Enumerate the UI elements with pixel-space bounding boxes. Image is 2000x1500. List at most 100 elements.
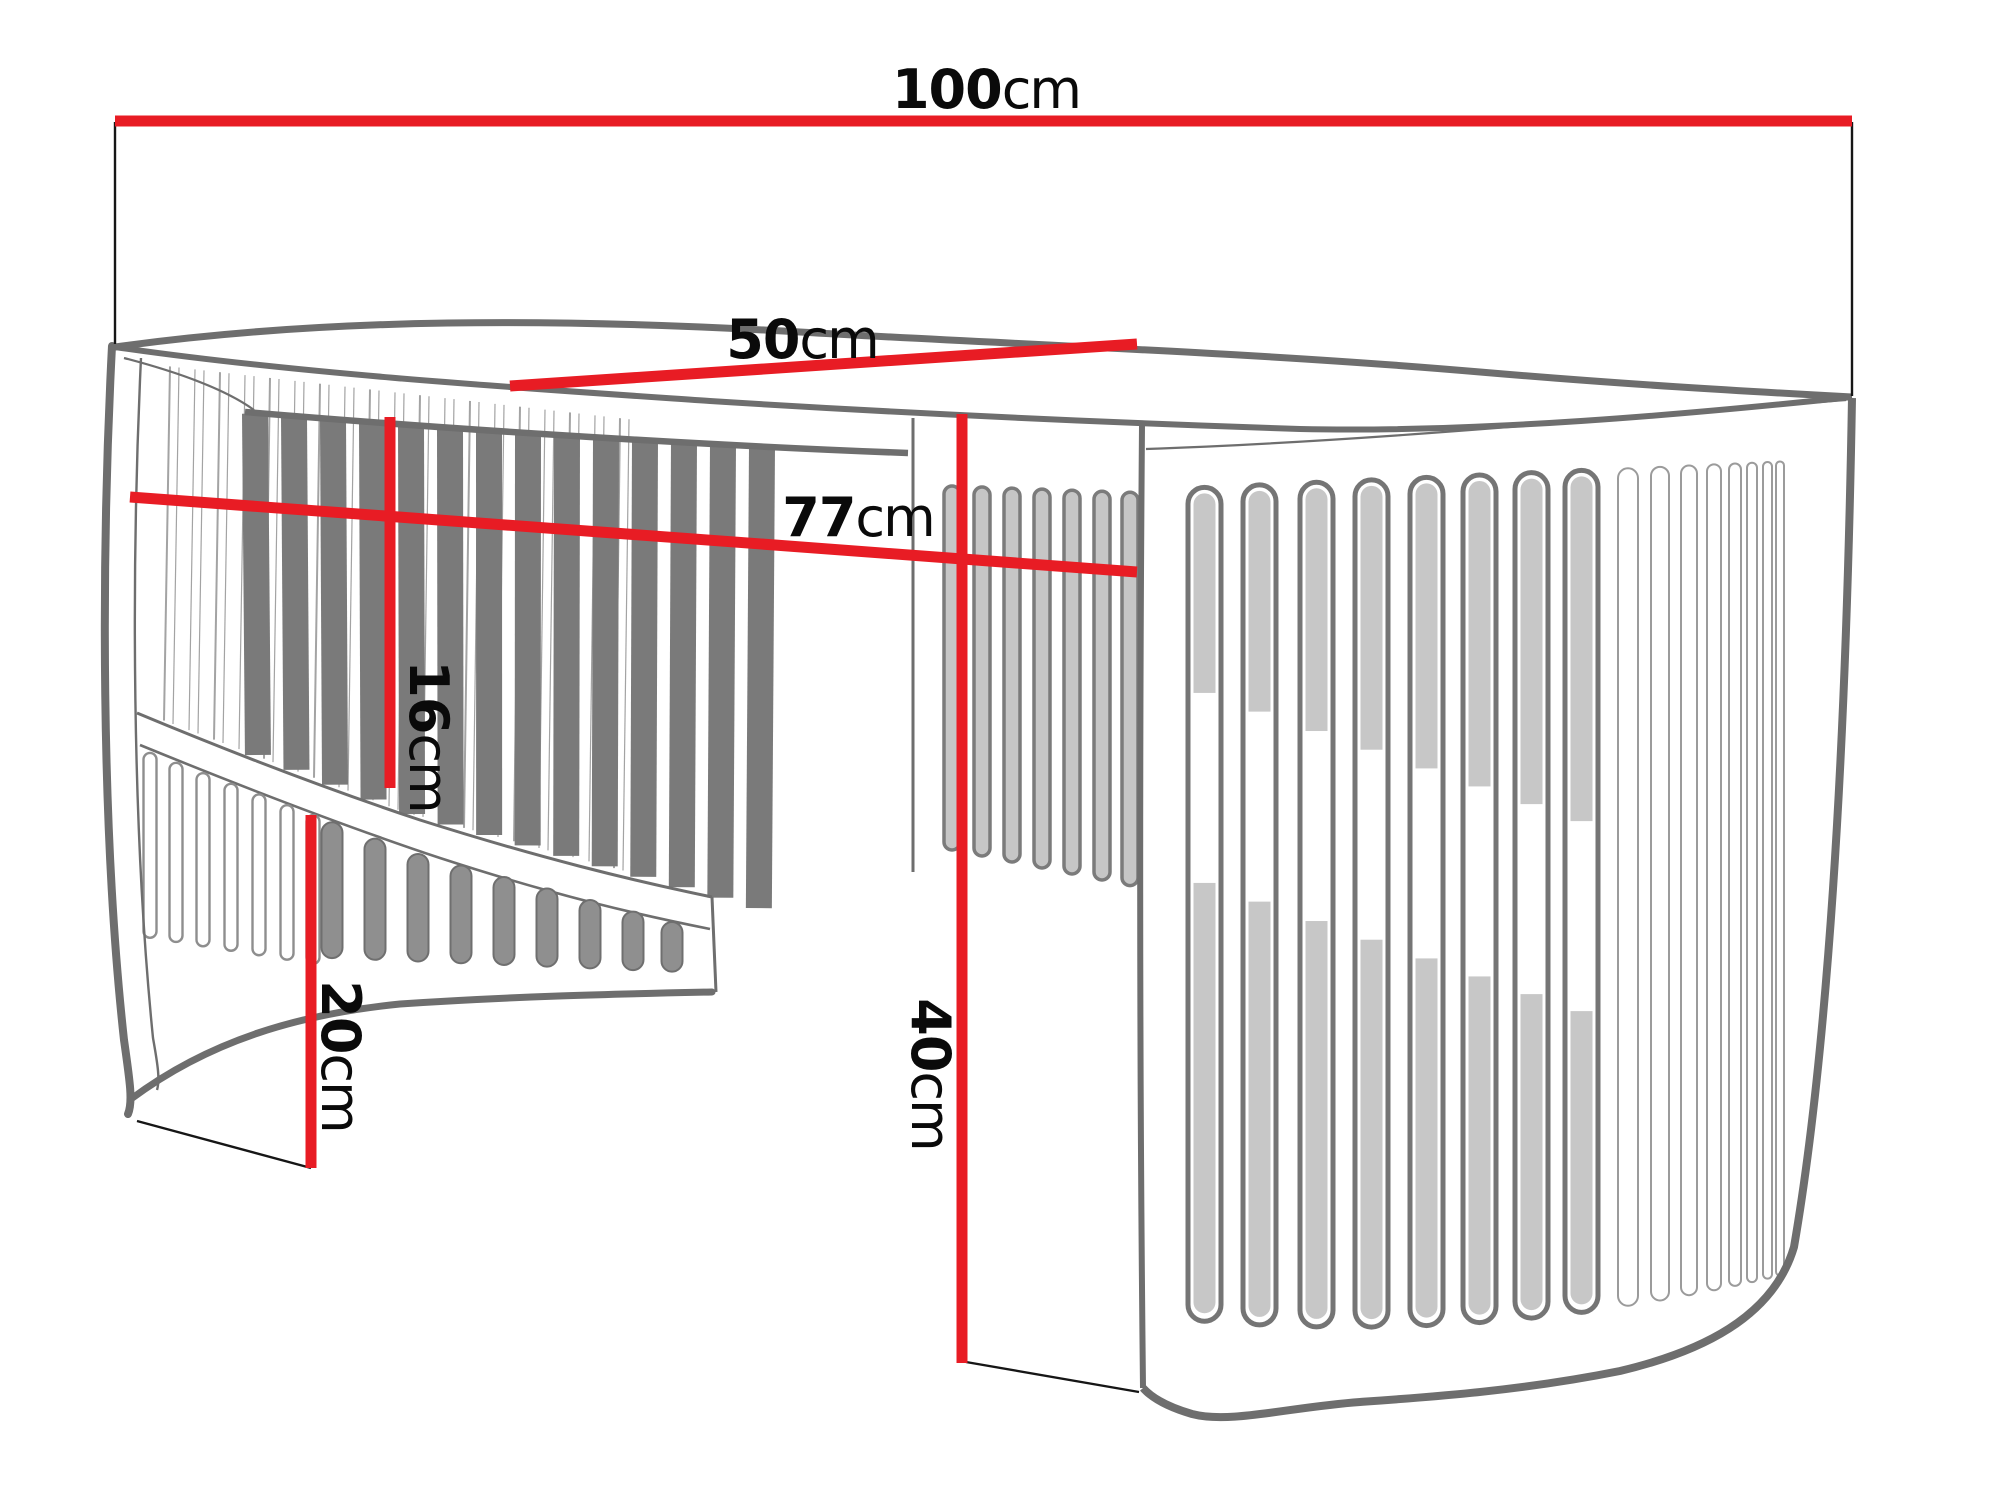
dimension-unit: cm xyxy=(309,1053,372,1132)
extension-line-40cm xyxy=(965,1360,1140,1394)
texture-line xyxy=(222,373,230,744)
left-leg-bottom-rim xyxy=(127,988,716,1103)
dimension-unit: cm xyxy=(1001,58,1082,121)
shelf-end-edge xyxy=(710,896,718,993)
dimension-line-77cm xyxy=(129,491,1138,578)
back-wall-slat xyxy=(1092,489,1112,882)
back-wall-slat xyxy=(1062,488,1082,876)
front-slat-light xyxy=(1706,463,1722,1292)
back-slat xyxy=(553,433,580,856)
front-slat-gap xyxy=(1305,731,1328,922)
dimension-unit: cm xyxy=(899,1071,962,1150)
front-slat-light xyxy=(1617,467,1639,1307)
back-slat xyxy=(591,435,619,867)
shelf-top-edge xyxy=(136,711,713,899)
texture-line xyxy=(213,372,221,740)
lower-slat-outline xyxy=(168,761,184,944)
texture-line xyxy=(197,370,205,734)
dimension-value: 50 xyxy=(726,308,800,371)
front-slat-light xyxy=(1680,464,1698,1297)
tabletop-front-rim xyxy=(114,344,1853,433)
texture-line xyxy=(547,410,555,851)
dimension-label-77cm: 77cm xyxy=(782,491,935,545)
dimension-label-100cm: 100cm xyxy=(892,63,1082,117)
lower-slat xyxy=(535,887,559,968)
dimension-unit: cm xyxy=(855,486,935,549)
front-slat-gap xyxy=(1248,711,1271,902)
dimension-label-16cm: 16cm xyxy=(397,660,460,811)
front-slat-shadow xyxy=(1193,493,1216,1314)
lower-slat xyxy=(660,921,684,973)
lower-slat xyxy=(578,899,602,970)
right-leg-front-cut-edge xyxy=(1137,424,1146,1389)
dimension-value: 16 xyxy=(397,660,460,734)
front-slat-shadow xyxy=(1248,490,1271,1317)
back-slat xyxy=(359,420,387,800)
lower-slat xyxy=(363,837,387,961)
dimension-line-50cm xyxy=(509,338,1138,392)
dimension-lines xyxy=(115,115,1852,1363)
left-leg-back-slats xyxy=(242,413,775,909)
tabletop xyxy=(114,319,1853,433)
back-wall-slat xyxy=(1002,486,1022,864)
texture-line xyxy=(463,400,471,828)
right-leg-back-slats xyxy=(942,484,1140,888)
front-slat-light xyxy=(1775,460,1785,1277)
tabletop-back-rim xyxy=(114,319,1853,401)
back-slat xyxy=(745,445,775,909)
tabletop-underside-left xyxy=(123,356,255,411)
back-slat xyxy=(630,438,658,877)
front-slat-gap xyxy=(1520,804,1543,995)
right-leg-silhouette xyxy=(1140,397,1856,1422)
left-leg-lower-slats xyxy=(320,821,684,973)
lower-slat xyxy=(320,821,344,960)
back-slat xyxy=(320,418,349,785)
back-slat xyxy=(398,423,426,815)
front-slat-gap xyxy=(1193,692,1216,883)
left-leg-lower-slats-outline xyxy=(142,751,321,966)
front-slat-gap xyxy=(1415,768,1438,959)
lower-slat-outline xyxy=(279,803,295,961)
lower-slat xyxy=(406,852,430,963)
lower-slat-outline xyxy=(251,793,267,957)
texture-line xyxy=(188,369,196,731)
back-wall-slat xyxy=(1120,490,1140,888)
dimension-value: 77 xyxy=(782,486,856,549)
lower-slat-outline xyxy=(142,751,158,940)
dimension-label-50cm: 50cm xyxy=(726,313,879,367)
front-slat-light xyxy=(1728,462,1742,1287)
back-slat xyxy=(281,415,310,770)
dimension-label-40cm: 40cm xyxy=(899,998,962,1149)
texture-line xyxy=(347,387,355,791)
lower-slat xyxy=(449,864,473,965)
left-wall-outer-edge xyxy=(100,342,135,1118)
dimension-unit: cm xyxy=(397,733,460,812)
dimension-unit: cm xyxy=(799,308,879,371)
texture-line xyxy=(622,419,630,871)
back-slat xyxy=(668,440,697,888)
back-slat xyxy=(707,443,736,898)
left-wall-inner-edge xyxy=(133,357,160,1091)
right-leg-front-slats xyxy=(1185,460,1785,1330)
front-slat-gap xyxy=(1360,749,1383,940)
texture-line xyxy=(163,366,171,721)
back-wall-slat xyxy=(1032,487,1052,870)
front-slat-gap xyxy=(1570,821,1593,1012)
front-slat-gap xyxy=(1468,786,1491,977)
extension-line-20cm xyxy=(136,1119,312,1170)
lower-slat xyxy=(492,875,516,966)
back-slat xyxy=(437,425,464,825)
dimension-value: 20 xyxy=(309,980,372,1054)
front-slat-light xyxy=(1746,461,1758,1284)
texture-line xyxy=(313,383,321,778)
dimension-value: 40 xyxy=(899,998,962,1072)
front-slat-light xyxy=(1650,465,1670,1302)
back-slat-rail xyxy=(244,408,909,457)
lower-slat-outline xyxy=(195,771,211,948)
dimension-label-20cm: 20cm xyxy=(309,980,372,1131)
texture-line xyxy=(272,378,280,763)
lower-slat xyxy=(621,910,645,972)
dimension-value: 100 xyxy=(891,58,1003,121)
